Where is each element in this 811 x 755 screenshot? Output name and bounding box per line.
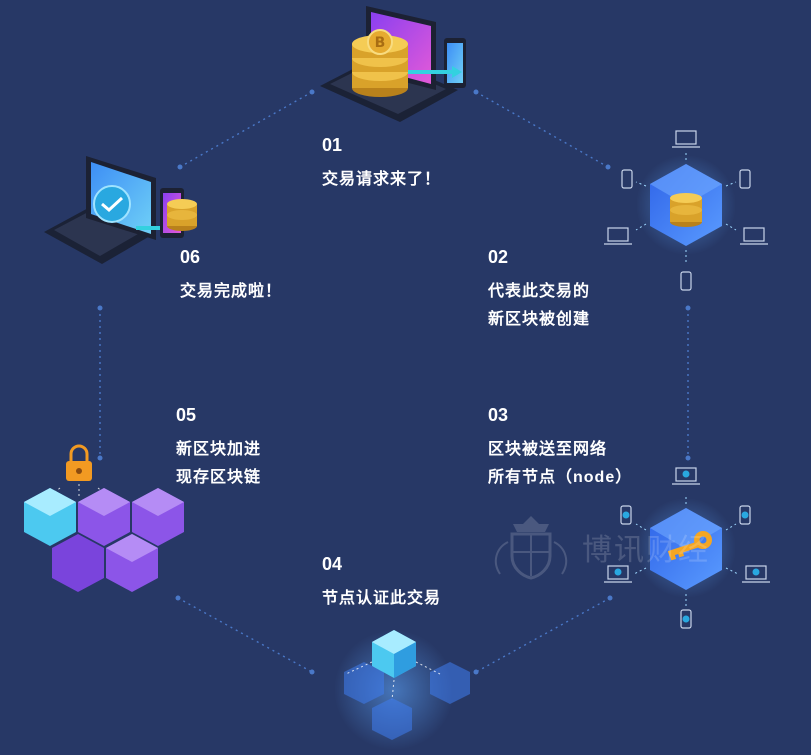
step-number: 03 [488,405,509,425]
blockchain-cubes-icon [24,444,184,592]
step-number: 05 [176,405,197,425]
step-06: 06 交易完成啦！ [180,246,282,306]
laptop-coins-icon: B [320,6,466,122]
step-number: 02 [488,247,509,267]
new-block-hex-icon [635,152,737,262]
step-text: 交易完成啦！ [180,283,283,300]
step-03: 03 区块被送至网络 所有节点（node） [488,404,632,492]
step-05: 05 新区块加进 现存区块链 [176,404,261,492]
step-number: 01 [322,135,343,155]
watermark-text: 博讯财经 [582,533,710,568]
network-key-hex-icon [633,494,739,606]
step-text: 交易请求来了！ [322,171,442,188]
connector-lines [99,91,689,673]
step-text: 新区块加进 [176,441,262,458]
step-text: 现存区块链 [176,469,262,486]
lock-icon [66,444,92,481]
step-02: 02 代表此交易的 新区块被创建 [488,246,590,334]
step-text: 节点认证此交易 [322,590,442,607]
network-devices-top [604,130,768,291]
step-number: 06 [180,247,201,267]
watermark: 博讯财经 [488,512,710,582]
coin-stack-icon [670,193,702,227]
network-devices-verified [604,467,770,629]
coin-stack-icon [167,199,197,231]
laptop-check-icon [44,156,197,264]
key-icon [667,531,712,561]
validation-cubes-icon [334,630,470,750]
step-01: 01 交易请求来了！ [322,134,441,194]
step-text: 代表此交易的 [488,283,591,300]
step-04: 04 节点认证此交易 [322,553,441,613]
connector-dots [97,89,691,675]
step-text: 所有节点（node） [488,469,633,486]
step-text: 新区块被创建 [488,311,591,328]
step-text: 区块被送至网络 [488,441,608,458]
coin-stack-icon: B [352,29,408,97]
crest-icon [494,516,568,580]
check-icon [101,196,124,213]
svg-text:B: B [375,35,386,51]
step-number: 04 [322,554,343,574]
